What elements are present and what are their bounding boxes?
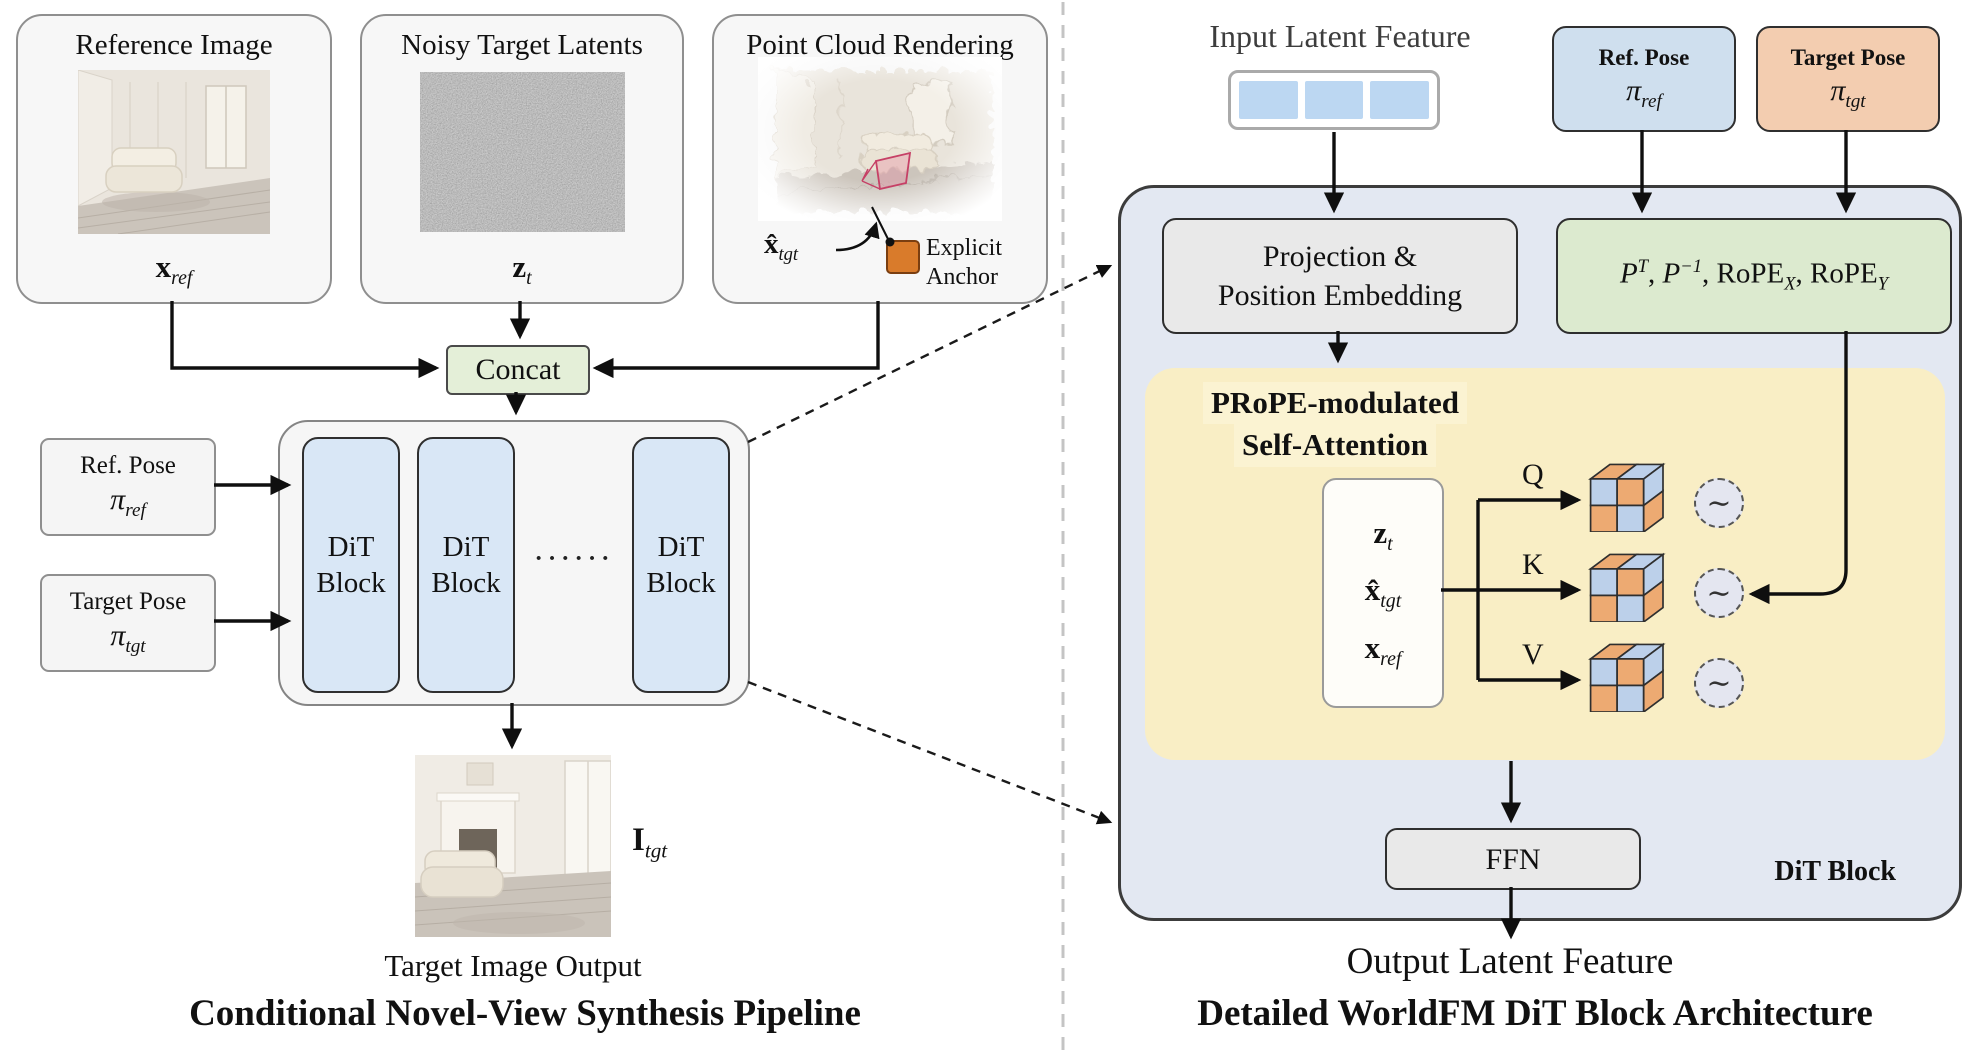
- concat-label: Concat: [475, 353, 561, 386]
- reference-image-thumbnail: [78, 70, 270, 234]
- target-pose-symbol: πtgt: [110, 619, 146, 657]
- ref-pose-box-right: Ref. Pose πref: [1552, 26, 1736, 132]
- dit-dots: ······: [533, 540, 613, 577]
- dit-block-3: DiT Block: [632, 437, 730, 693]
- latent-segment: [1239, 81, 1298, 119]
- ref-pose-title: Ref. Pose: [1598, 45, 1690, 70]
- dit-block-2: DiT Block: [417, 437, 515, 693]
- dashed-link-bottom: [747, 680, 1113, 825]
- target-pose-title: Target Pose: [69, 588, 187, 615]
- rope-formula: PT, P−1, RoPEX, RoPEY: [1619, 256, 1889, 295]
- reference-image-title: Reference Image: [75, 29, 273, 61]
- target-pose-box-left: Target Pose πtgt: [40, 574, 216, 672]
- input-latent-label: Input Latent Feature: [1209, 18, 1471, 54]
- qkv-stack-box: zt x̂tgt xref: [1322, 478, 1444, 708]
- pointcloud-symbol: x̂tgt: [764, 228, 799, 265]
- ffn-box: FFN: [1385, 828, 1641, 890]
- q-modulation-tilde-icon: ∼: [1694, 478, 1744, 528]
- v-modulation-tilde-icon: ∼: [1694, 658, 1744, 708]
- dit-block-caption: DiT Block: [1774, 856, 1896, 887]
- stack-item-z: zt: [1373, 515, 1393, 556]
- target-output-symbol: Itgt: [632, 822, 668, 863]
- dashed-detail-links: [747, 264, 1113, 825]
- dit-block-1: DiT Block: [302, 437, 400, 693]
- reference-image-symbol: xref: [155, 248, 193, 289]
- explicit-anchor-swatch: [886, 240, 920, 274]
- camera-frustum: [861, 151, 912, 191]
- ref-pose-title: Ref. Pose: [80, 452, 176, 479]
- v-cube-icon: [1588, 642, 1666, 712]
- target-pose-symbol: πtgt: [1830, 74, 1866, 112]
- projection-embedding-box: Projection & Position Embedding: [1162, 218, 1518, 334]
- latent-segment: [1304, 81, 1364, 119]
- explicit-anchor-label: Explicit Anchor: [926, 235, 1002, 290]
- right-panel-title: Detailed WorldFM DiT Block Architecture: [1197, 993, 1873, 1034]
- ref-pose-symbol: πref: [110, 483, 146, 521]
- k-cube-icon: [1588, 552, 1666, 622]
- k-label: K: [1522, 548, 1544, 581]
- noise-thumbnail: [420, 72, 625, 232]
- target-pose-box-right: Target Pose πtgt: [1756, 26, 1940, 132]
- ref-pose-box-left: Ref. Pose πref: [40, 438, 216, 536]
- target-output-caption: Target Image Output: [384, 948, 642, 983]
- noisy-latents-box: Noisy Target Latents zt: [360, 14, 684, 304]
- latent-segment: [1370, 81, 1430, 119]
- reference-image-box: Reference Image xref: [16, 14, 332, 304]
- left-panel-title: Conditional Novel-View Synthesis Pipelin…: [189, 993, 861, 1034]
- target-image-thumbnail: [415, 755, 611, 937]
- pointcloud-box: Point Cloud Rendering: [712, 14, 1048, 304]
- stack-item-xref: xref: [1364, 629, 1402, 670]
- arrow-pointcloud-to-concat: [592, 301, 880, 379]
- noisy-latents-title: Noisy Target Latents: [401, 29, 643, 61]
- q-cube-icon: [1588, 462, 1666, 532]
- v-label: V: [1522, 638, 1544, 671]
- rope-formula-box: PT, P−1, RoPEX, RoPEY: [1556, 218, 1952, 334]
- dit-container: DiT Block DiT Block ······ DiT Block: [278, 420, 750, 706]
- concat-box: Concat: [446, 345, 590, 395]
- stack-item-xhat: x̂tgt: [1364, 572, 1402, 613]
- arrow-reference-to-concat: [170, 301, 440, 379]
- ref-pose-symbol: πref: [1626, 74, 1662, 112]
- q-label: Q: [1522, 458, 1544, 491]
- output-latent-label: Output Latent Feature: [1346, 941, 1674, 982]
- attention-heading: PRoPE-modulated Self-Attention: [1165, 382, 1505, 467]
- latent-feature-bar: [1228, 70, 1440, 130]
- target-pose-title: Target Pose: [1790, 45, 1906, 70]
- pointcloud-title: Point Cloud Rendering: [746, 29, 1014, 61]
- k-modulation-tilde-icon: ∼: [1694, 568, 1744, 618]
- pointcloud-thumbnail: [758, 57, 1002, 221]
- noisy-latents-symbol: zt: [512, 248, 532, 289]
